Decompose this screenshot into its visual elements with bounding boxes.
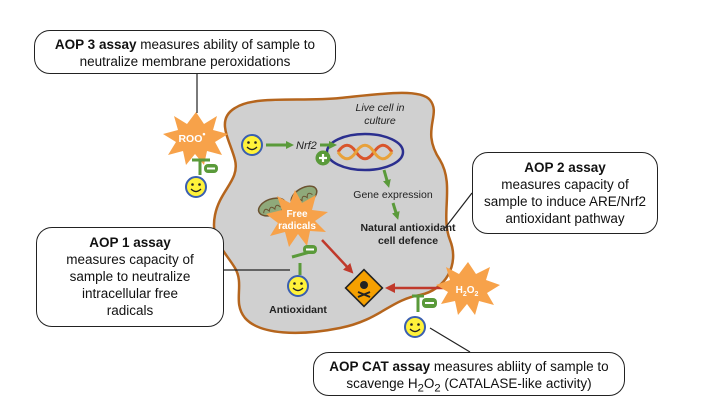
inhibition-minus-icon-3 — [412, 294, 437, 312]
cat-line-2: scavenge H2O2 (CATALASE-like activity) — [346, 376, 592, 395]
roo-label: ROO• — [178, 129, 205, 145]
gene-to-defence-arrow — [391, 202, 400, 220]
cat-line-1: AOP CAT assay measures abliity of sample… — [314, 358, 624, 375]
aop1-line-2: measures capacity of — [66, 252, 194, 267]
nrf2-label: Nrf2 — [296, 140, 317, 152]
antioxidant-smiley-icon-2 — [287, 275, 309, 297]
aop2-line-3: sample to induce ARE/Nrf2 — [483, 194, 647, 209]
antioxidant-smiley-icon — [241, 134, 263, 156]
aop1-title: AOP 1 assay — [89, 235, 171, 250]
roo-burst — [163, 112, 228, 165]
inhibition-minus-icon-2 — [192, 158, 218, 175]
antioxidant-smiley-icon-4 — [404, 316, 426, 338]
cat-leader-line — [429, 327, 471, 353]
aop1-callout: AOP 1 assay measures capacity of sample … — [36, 227, 224, 327]
free-radicals-burst — [266, 190, 328, 247]
aop1-line-3: sample to neutralize — [69, 269, 191, 284]
aop3-title: AOP 3 assay — [54, 37, 137, 52]
plus-icon — [315, 150, 331, 166]
natural-defence-label-1: Natural antioxidant — [360, 222, 456, 234]
aop3-text: measures ability of sample to — [136, 37, 316, 52]
radicals-to-damage-arrow — [321, 239, 354, 274]
aop3-callout: AOP 3 assay measures ability of sample t… — [34, 30, 336, 74]
aop2-line-4: antioxidant pathway — [505, 211, 625, 226]
dna-helix-icon — [336, 143, 394, 161]
aop2-callout: AOP 2 assay measures capacity of sample … — [472, 152, 658, 234]
inhibition-minus-icon-1 — [291, 245, 317, 275]
live-cell-label-1: Live cell in — [355, 102, 404, 114]
aop1-line-5: radicals — [106, 303, 154, 318]
aop1-line-4: intracellular free — [81, 286, 179, 301]
aop2-title: AOP 2 assay — [524, 160, 606, 175]
dna-to-gene-arrow — [382, 169, 391, 188]
gene-expression-label: Gene expression — [353, 189, 433, 201]
free-radicals-label-2: radicals — [278, 221, 316, 232]
aop-cat-callout: AOP CAT assay measures abliity of sample… — [313, 352, 625, 396]
h2o2-burst — [436, 262, 500, 315]
aop2-line-2: measures capacity of — [501, 177, 629, 192]
natural-defence-label-2: cell defence — [378, 235, 438, 247]
cat-title: AOP CAT assay — [329, 359, 431, 374]
toxicity-warning-icon — [344, 268, 384, 308]
h2o2-label: H2O2 — [456, 285, 479, 298]
live-cell-label-2: culture — [364, 115, 396, 127]
cell-body — [212, 91, 455, 335]
aop3-line-2: neutralize membrane peroxidations — [79, 54, 291, 69]
aop2-leader-line — [444, 192, 473, 229]
antioxidant-label: Antioxidant — [269, 304, 327, 316]
free-radicals-label-1: Free — [286, 209, 308, 220]
antioxidant-smiley-icon-3 — [185, 176, 207, 198]
aop3-line-1: AOP 3 assay measures ability of sample t… — [35, 36, 335, 53]
cat-text: measures abliity of sample to — [430, 359, 609, 374]
